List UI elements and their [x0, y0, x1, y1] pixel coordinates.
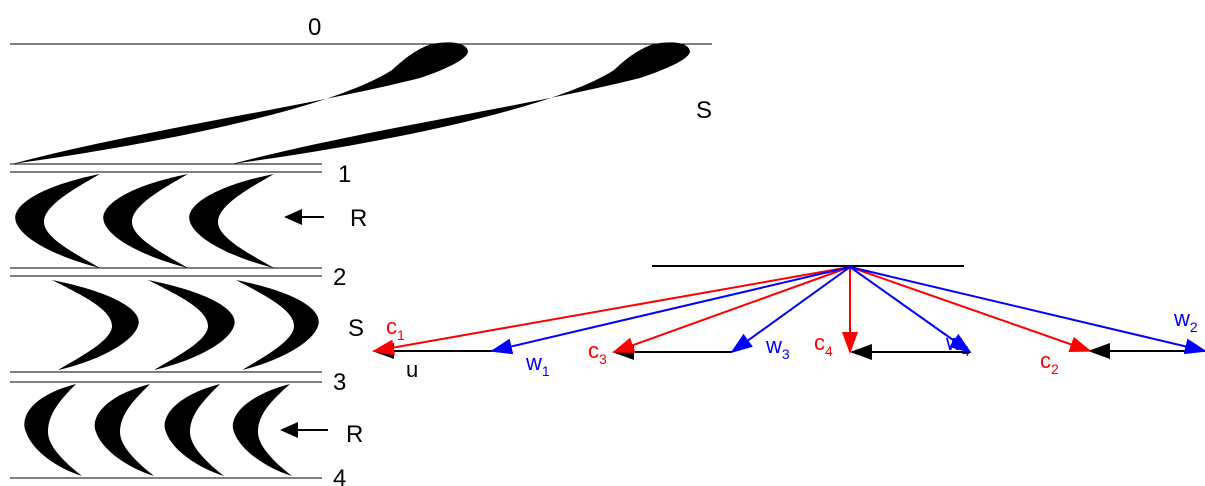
station-label-0: 0: [308, 14, 321, 41]
station-label-4: 4: [333, 465, 346, 486]
rotor-blade: [15, 174, 100, 268]
row-label-rotor-2: R: [346, 421, 363, 448]
station-label-3: 3: [333, 369, 346, 396]
rotor-row-1: [15, 174, 274, 268]
label-u: u: [406, 357, 418, 382]
c3-vector: [612, 266, 851, 353]
rotor-blade: [232, 384, 292, 476]
label-w2: w2: [1173, 306, 1198, 335]
stator-blade: [52, 280, 139, 370]
stator-blade: [148, 280, 235, 370]
row-label-stator-mid: S: [348, 315, 364, 342]
stator-row-mid: [52, 280, 319, 370]
station-lines: [10, 43, 712, 479]
rotor-blade: [164, 384, 224, 476]
label-w4: w4: [945, 330, 970, 359]
stator-blade: [236, 280, 319, 370]
row-label-stator-top: S: [696, 97, 712, 124]
label-c3: c3: [588, 338, 607, 367]
top-stator-row: [12, 42, 690, 164]
w3-vector: [730, 266, 851, 354]
label-c1: c1: [386, 314, 405, 343]
rotor-arrow-2: [280, 422, 328, 438]
station-label-1: 1: [338, 161, 351, 188]
station-label-2: 2: [333, 264, 346, 291]
w2-vector: [849, 266, 1205, 355]
rotor-blade: [24, 384, 82, 476]
velocity-triangles: [372, 265, 1205, 360]
stator-blade: [232, 42, 690, 164]
label-w3: w3: [765, 333, 790, 362]
c1-vector: [372, 266, 851, 356]
label-c4: c4: [814, 330, 833, 359]
rotor-blade: [103, 174, 188, 268]
rotor-blade: [94, 384, 154, 476]
w1-vector: [490, 266, 851, 355]
row-label-rotor-1: R: [350, 205, 367, 232]
rotor-row-2: [24, 384, 292, 476]
label-w1: w1: [525, 350, 550, 379]
w4-vector: [849, 266, 972, 354]
label-c2: c2: [1040, 348, 1059, 377]
stator-blade: [12, 42, 468, 164]
c2-vector: [849, 266, 1092, 352]
rotor-blade: [189, 174, 274, 268]
rotor-arrow-1: [284, 209, 324, 225]
